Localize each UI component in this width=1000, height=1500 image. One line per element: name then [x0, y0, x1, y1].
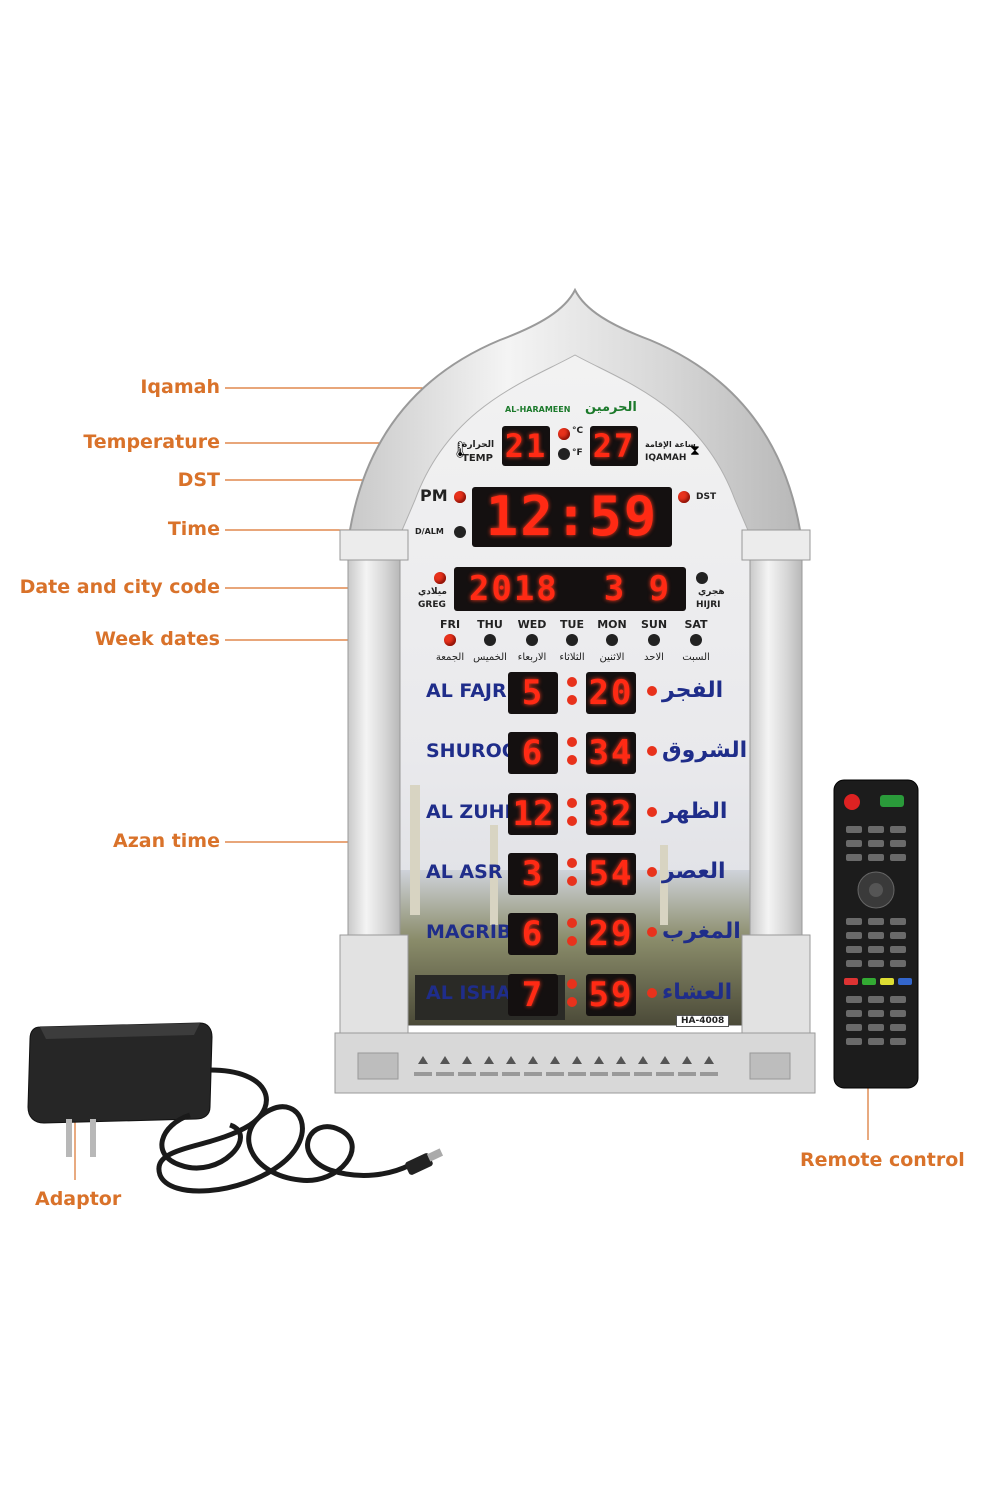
prayer-name-ar: الفجر — [662, 678, 724, 703]
greg-label: GREG — [418, 600, 446, 610]
prayer-indicators — [647, 686, 657, 998]
pm-label: PM — [420, 486, 448, 505]
day-wed-indicator — [526, 634, 538, 646]
day-wed-ar: الاربعاء — [517, 652, 547, 663]
callout-iqamah: Iqamah — [140, 376, 220, 398]
callout-azan-time: Azan time — [112, 830, 220, 852]
prayer-name-en: AL ISHA — [426, 982, 511, 1004]
prayer-hour: 6 — [508, 913, 558, 955]
day-mon-indicator — [606, 634, 618, 646]
unit-c: °C — [572, 426, 584, 436]
iqamah-display: 27 — [590, 426, 638, 466]
prayer-name-ar: العصر — [662, 859, 726, 884]
alarm-indicator — [454, 526, 466, 538]
hijri-label: HIJRI — [696, 600, 721, 610]
day-sun: SUN — [640, 618, 668, 631]
temp-label-ar: الحرارة — [462, 440, 495, 450]
callout-temperature: Temperature — [83, 431, 220, 453]
callout-date-city: Date and city code — [19, 576, 220, 598]
prayer-hour: 7 — [508, 974, 558, 1016]
prayer-name-ar: المغرب — [662, 919, 741, 944]
celsius-indicator — [558, 428, 570, 440]
day-thu: THU — [477, 618, 503, 631]
temp-display: 21 — [502, 426, 550, 466]
day-sun-ar: الاحد — [644, 652, 664, 663]
prayer-minute: 54 — [586, 853, 636, 895]
day-tue-indicator — [566, 634, 578, 646]
callout-week-dates: Week dates — [94, 628, 220, 650]
callout-time: Time — [167, 518, 220, 540]
d-alm-label: D/ALM — [415, 527, 444, 536]
day-thu-ar: الخميس — [473, 652, 507, 663]
prayer-minute: 20 — [586, 672, 636, 714]
callout-dst: DST — [177, 469, 220, 491]
thermometer-icon: 🌡 — [450, 440, 471, 459]
iqamah-label-ar: ساعة الإقامة — [645, 440, 696, 449]
prayer-minute: 34 — [586, 732, 636, 774]
prayer-name-en: SHUROQ — [426, 740, 518, 762]
power-button — [844, 794, 860, 810]
hijri-label-ar: هجري — [698, 587, 725, 597]
brand-ar: الحرمين — [585, 400, 637, 415]
remote-control — [833, 779, 919, 1089]
prayer-name-ar: الظهر — [662, 799, 728, 824]
date-display: 2018 3 9 — [454, 567, 686, 611]
pm-indicator — [454, 491, 466, 503]
prayer-hour: 3 — [508, 853, 558, 895]
prayer-hour: 12 — [508, 793, 558, 835]
day-mon-ar: الاثنين — [599, 652, 625, 663]
day-sun-indicator — [648, 634, 660, 646]
iqamah-label: IQAMAH — [645, 453, 687, 463]
prayer-minute: 59 — [586, 974, 636, 1016]
prayer-name-en: MAGRIB — [426, 921, 512, 943]
dst-label: DST — [696, 492, 717, 502]
day-tue-ar: الثلاثاء — [559, 652, 585, 663]
prayer-name-ar: العشاء — [662, 980, 733, 1005]
prayer-hour: 5 — [508, 672, 558, 714]
power-adaptor — [27, 1022, 444, 1194]
day-sat: SAT — [684, 618, 708, 631]
prayer-minute: 32 — [586, 793, 636, 835]
unit-f: °F — [572, 448, 583, 458]
greg-label-ar: ميلادي — [418, 587, 447, 597]
day-wed: WED — [517, 618, 547, 631]
day-fri: FRI — [439, 618, 461, 631]
minaret-left — [410, 785, 420, 915]
hijri-indicator — [696, 572, 708, 584]
day-sat-ar: السبت — [682, 652, 710, 663]
model-label: HA-4008 — [676, 1015, 730, 1027]
time-display: 12:59 — [472, 487, 672, 547]
brand-en: AL-HARAMEEN — [505, 405, 571, 414]
prayer-name-en: AL FAJR — [426, 680, 507, 702]
prayer-colons — [567, 677, 577, 1007]
prayer-name-ar: الشروق — [662, 738, 748, 763]
day-mon: MON — [597, 618, 627, 631]
fahrenheit-indicator — [558, 448, 570, 460]
temp-label: TEMP — [462, 453, 493, 464]
callout-remote: Remote control — [800, 1149, 965, 1171]
control-buttons — [410, 1052, 740, 1088]
day-fri-ar: الجمعة — [435, 652, 465, 663]
prayer-clock: AL-HARAMEEN الحرمين الحرارة TEMP 🌡 21 °C… — [340, 290, 810, 1100]
dst-indicator — [678, 491, 690, 503]
day-sat-indicator — [690, 634, 702, 646]
prayer-name-en: AL ASR — [426, 861, 503, 883]
prayer-minute: 29 — [586, 913, 636, 955]
greg-indicator — [434, 572, 446, 584]
callout-adaptor: Adaptor — [35, 1188, 122, 1210]
day-fri-indicator — [444, 634, 456, 646]
day-thu-indicator — [484, 634, 496, 646]
day-tue: TUE — [560, 618, 584, 631]
prayer-hour: 6 — [508, 732, 558, 774]
prayer-name-en: AL ZUHR — [426, 801, 520, 823]
hourglass-icon: ⧗ — [690, 443, 700, 459]
